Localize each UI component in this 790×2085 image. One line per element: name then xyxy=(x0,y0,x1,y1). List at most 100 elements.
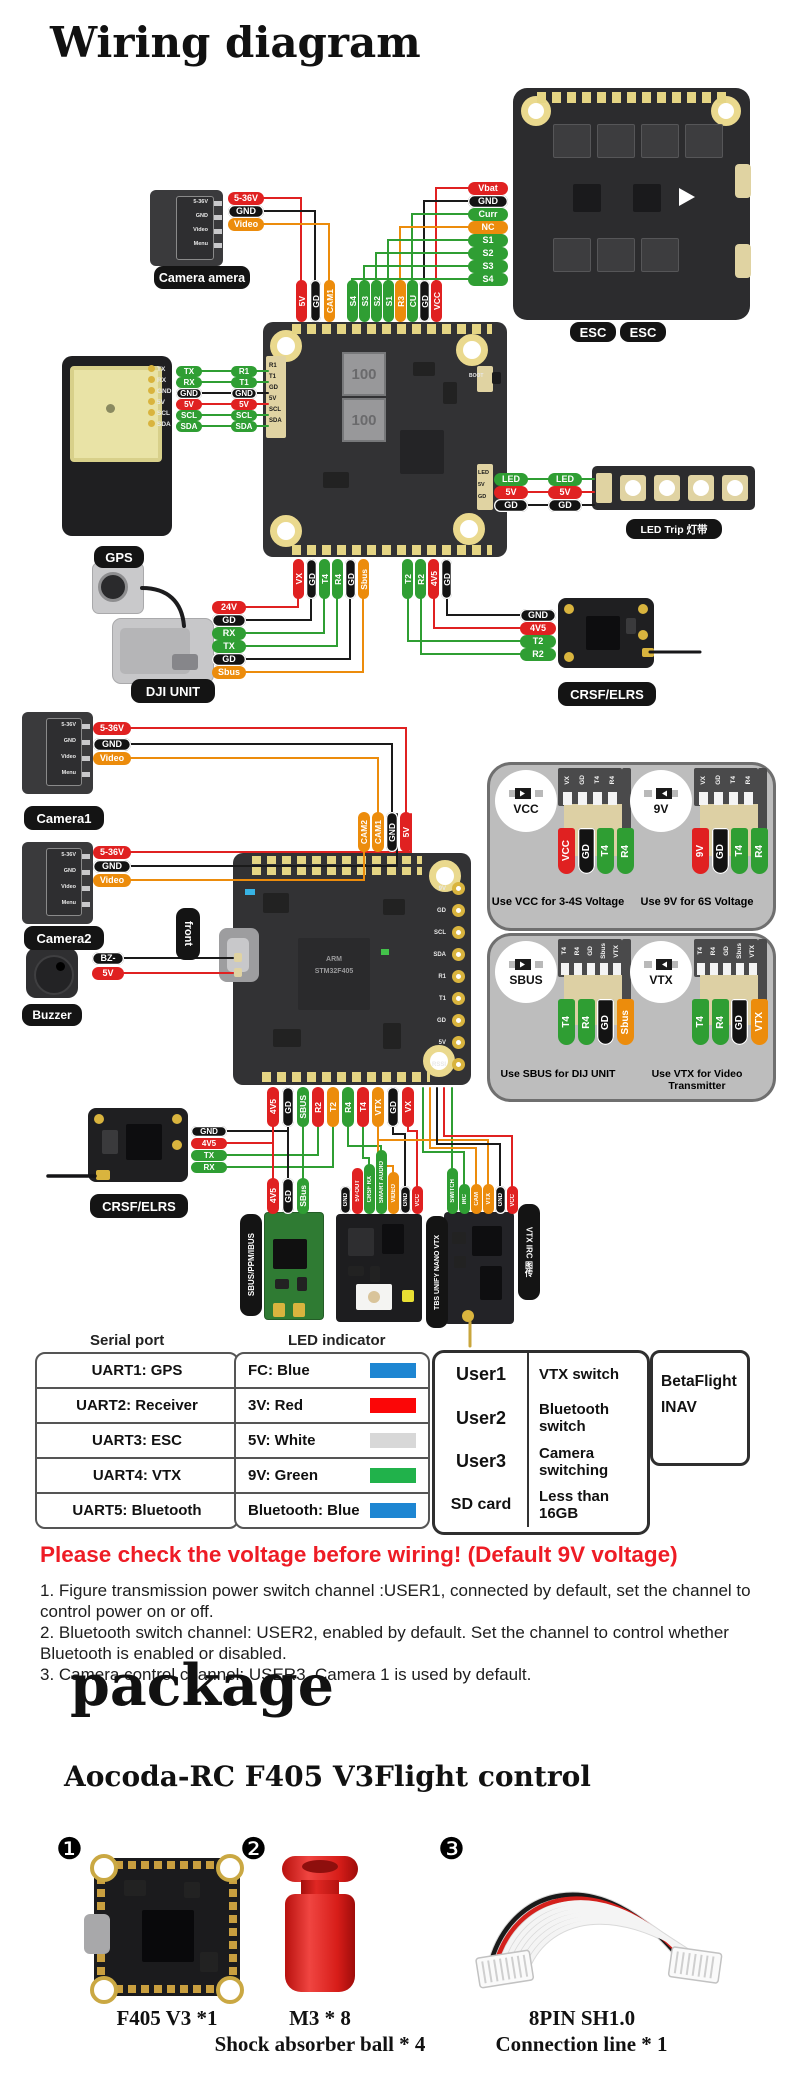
pin-label: R4 xyxy=(332,559,343,599)
esc-board xyxy=(513,88,751,320)
arrow-icon xyxy=(679,188,695,206)
wire-label: Vbat xyxy=(468,182,508,195)
wire-label: RX xyxy=(191,1162,227,1173)
pin-label: 5V-OUT xyxy=(352,1168,363,1214)
table-row: UART1: GPS xyxy=(91,1362,183,1379)
wire-label: GND xyxy=(468,195,508,208)
package-shock-absorber xyxy=(280,1856,360,1996)
firmware-box: BetaFlight INAV xyxy=(650,1350,750,1466)
table-row: 9V: Green xyxy=(236,1457,428,1492)
pin-label: R4 xyxy=(712,999,729,1045)
wire-label: 4V5 xyxy=(191,1138,227,1149)
pin-label: VTX xyxy=(483,1184,494,1214)
pin-label: Sbus xyxy=(358,559,369,599)
pin-label: T4 xyxy=(357,1087,369,1127)
wire-label: 5V xyxy=(548,486,582,499)
wire-label: T2 xyxy=(520,635,556,648)
pin-label: SWITCH xyxy=(447,1168,458,1214)
vtx-irc-label: VTX IRC 图传 xyxy=(518,1204,540,1300)
wire-label: 5V xyxy=(494,486,528,499)
wire-label: S1 xyxy=(468,234,508,247)
pin-label: 4V5 xyxy=(267,1178,279,1214)
crsf-elrs-board-top xyxy=(558,598,654,668)
mcu-chip: ARM STM32F405 xyxy=(298,938,370,1010)
pin-label: GD xyxy=(597,999,614,1045)
wire-label: LED xyxy=(494,473,528,486)
wire-label: S2 xyxy=(468,247,508,260)
front-label: front xyxy=(176,908,200,960)
table-row: Bluetooth: Blue xyxy=(236,1492,428,1527)
note-2: 2. Bluetooth switch channel: USER2, enab… xyxy=(40,1623,729,1664)
wire-label: GND xyxy=(231,388,257,399)
wire-label: 24V xyxy=(212,601,246,614)
wire-label: TX xyxy=(191,1150,227,1161)
wire-label: GND xyxy=(93,738,131,751)
item2-number: ❷ xyxy=(240,1833,267,1866)
pin-label: R4 xyxy=(751,828,768,874)
color-swatch xyxy=(370,1468,416,1483)
pin-label: CAM1 xyxy=(372,812,384,852)
wire-label: GD xyxy=(548,499,582,512)
wire-label: GD xyxy=(494,499,528,512)
pin-label: VIDEO xyxy=(388,1172,399,1214)
dji-unit-label: DJI UNIT xyxy=(131,679,215,703)
jumper-sbus: SBUS xyxy=(495,941,557,1003)
pin-label: GND xyxy=(386,812,398,852)
camera2-label: Camera2 xyxy=(24,926,104,950)
wire-label: 5-36V xyxy=(228,192,264,205)
pin-label: R2 xyxy=(312,1087,324,1127)
color-swatch xyxy=(370,1503,416,1518)
pin-label: GD xyxy=(282,1087,294,1127)
package-subtitle: Aocoda-RC F405 V3Flight control xyxy=(64,1760,591,1793)
wire-label: Sbus xyxy=(212,666,246,679)
wire-label: S4 xyxy=(468,273,508,286)
fc-mid-right-pads: 9V GD SCL SDA R1 T1 GD 5V RSSI xyxy=(430,880,474,1080)
pin-label: GD xyxy=(306,559,317,599)
table-row: UART4: VTX xyxy=(37,1457,237,1492)
wire-label: GND xyxy=(191,1126,227,1137)
pin-label: Sbus xyxy=(617,999,634,1045)
pin-label: 5V xyxy=(400,812,412,852)
pin-label: 4V5 xyxy=(428,559,439,599)
pin-label: T2 xyxy=(402,559,413,599)
item3-caption-1: 8PIN SH1.0 xyxy=(528,2006,636,2030)
wire-label: 5V xyxy=(176,399,202,410)
wire-label: GND xyxy=(228,205,264,218)
pin-label: R4 xyxy=(617,828,634,874)
camera2-module: 5-36V GND Video Menu xyxy=(22,842,93,924)
wire-label: TX xyxy=(176,366,202,377)
pin-label: CU xyxy=(407,280,418,322)
firmware-betaflight: BetaFlight xyxy=(661,1373,737,1390)
led-strip-label: LED Trip 灯带 xyxy=(626,519,722,539)
color-swatch xyxy=(370,1398,416,1413)
pin-label: GD xyxy=(578,828,595,874)
sbus-receiver-board xyxy=(264,1212,324,1320)
pin-label: GD xyxy=(345,559,356,599)
pin-label: VX xyxy=(402,1087,414,1127)
panel-caption: Use SBUS for DIJ UNIT xyxy=(500,1068,616,1080)
item2-caption-1: M3 * 8 xyxy=(289,2006,351,2030)
pin-label: VTX xyxy=(372,1087,384,1127)
pin-label: GND xyxy=(340,1186,351,1214)
wire-label: S3 xyxy=(468,260,508,273)
pin-label: CAM2 xyxy=(358,812,370,852)
wire-label: Curr xyxy=(468,208,508,221)
pin-label: GD xyxy=(441,559,452,599)
wire-label: LED xyxy=(548,473,582,486)
pin-label: SBus xyxy=(297,1178,309,1214)
wire-label: Video xyxy=(93,752,131,765)
item1-caption: F405 V3 *1 xyxy=(116,2006,218,2030)
buzzer-label: Buzzer xyxy=(22,1004,82,1026)
solder-jumper-icon xyxy=(509,787,543,799)
note-1: 1. Figure transmission power switch chan… xyxy=(40,1581,751,1622)
led-strip xyxy=(592,466,755,510)
wire-label: T1 xyxy=(231,377,257,388)
wire-label: SCL xyxy=(231,410,257,421)
table-row: FC: Blue xyxy=(236,1354,428,1387)
wire-label: TX xyxy=(212,640,246,653)
item1-number: ❶ xyxy=(56,1833,83,1866)
pin-label: SMART AUDIO xyxy=(376,1150,387,1214)
